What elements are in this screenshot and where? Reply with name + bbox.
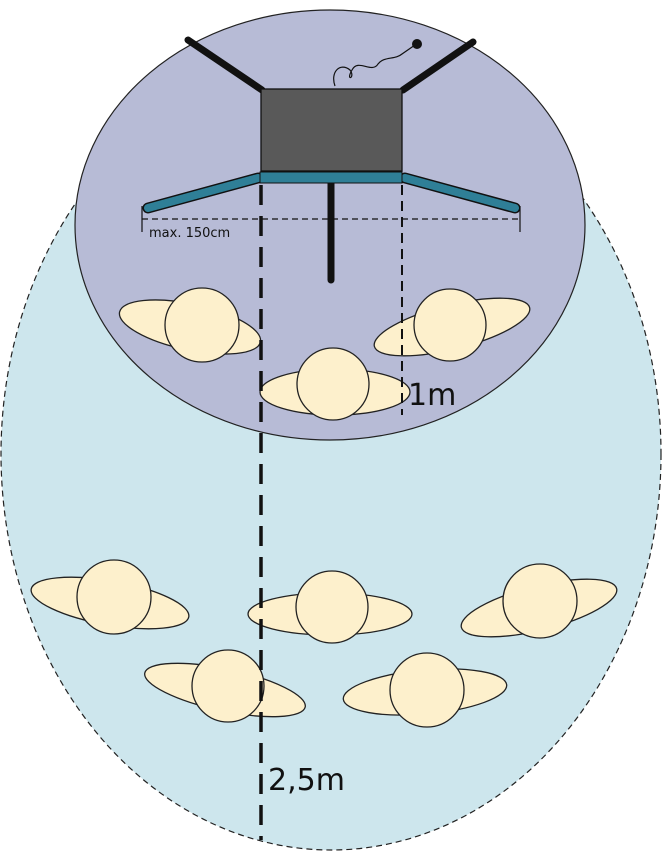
max-width-label: max. 150cm bbox=[149, 226, 230, 241]
microphone-icon bbox=[333, 39, 422, 87]
person-top-view-icon bbox=[144, 649, 306, 723]
bench-center bbox=[259, 171, 403, 184]
stand-legs bbox=[184, 36, 477, 284]
distance-label-1m: 1m bbox=[408, 378, 456, 413]
person-top-view-icon bbox=[118, 287, 262, 363]
person-top-view-icon bbox=[373, 288, 531, 362]
person-top-view-icon bbox=[460, 563, 618, 639]
leg-top-right bbox=[399, 38, 477, 94]
distance-label-2-5m: 2,5m bbox=[268, 763, 345, 798]
bench bbox=[142, 171, 521, 214]
person-top-view-icon bbox=[247, 570, 413, 644]
person-top-view-icon bbox=[342, 652, 508, 728]
desk bbox=[260, 88, 403, 172]
leg-top-left bbox=[184, 36, 266, 94]
max-width-measure bbox=[141, 206, 521, 232]
person-top-view-icon bbox=[30, 559, 190, 635]
person-top-view-icon bbox=[259, 347, 411, 421]
